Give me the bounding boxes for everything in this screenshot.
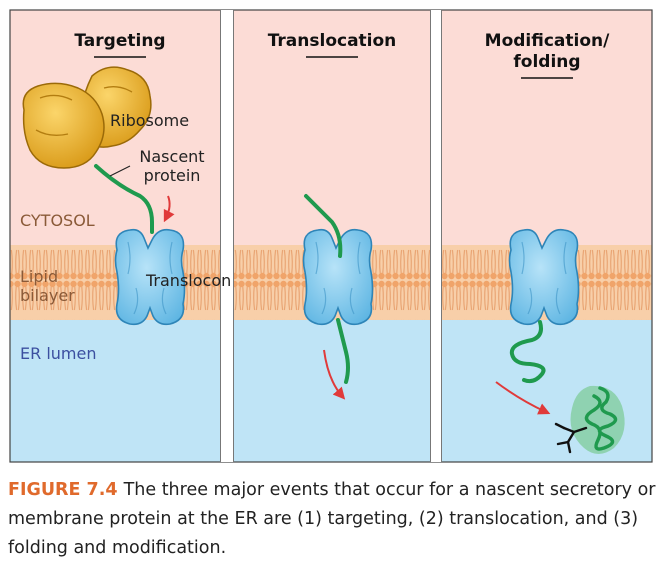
ribosome-label: Ribosome [110,111,189,130]
caption-text: The three major events that occur for a … [8,480,656,558]
nascent-protein-leader [109,165,131,177]
figure-7-4: Targeting Translocation Modification/ fo… [9,9,653,463]
panel-divider [221,10,233,462]
figure-frame [9,9,653,463]
panel-title-targeting: Targeting [74,31,165,51]
diagram-svg: Targeting Translocation Modification/ fo… [9,9,653,463]
nascent-label-line1: Nascent [139,147,204,166]
panel-divider [431,10,441,462]
er-lumen-region [234,320,430,462]
protein-entering [304,194,343,258]
targeting-arrow [163,195,175,223]
panel-modification-folding [442,10,652,462]
er-lumen-region [10,320,220,462]
folding-arrow [495,381,551,415]
protein-unfolded-tail [509,320,546,384]
folded-protein [570,385,625,454]
cytosol-label: CYTOSOL [20,211,95,230]
translocon-translocation [302,228,374,326]
translocon-folding [508,228,580,326]
panel-title-folding: folding [513,52,580,72]
nascent-label-line2: protein [144,166,201,185]
translocon-label: Translocon [145,271,231,290]
ribosome-shape [22,66,152,169]
figure-label: FIGURE 7.4 [8,480,118,500]
nascent-protein-chain [94,164,154,234]
lipid-label-line1: Lipid [20,267,58,286]
cytosol-region [234,10,430,245]
er-lumen-region [442,320,652,462]
er-lumen-label: ER lumen [20,344,96,363]
glycan-modification [554,422,588,454]
panel-title-modification: Modification/ [485,31,610,51]
translocation-arrow [323,349,346,400]
panel-title-translocation: Translocation [268,31,397,51]
protein-emerging [336,318,350,384]
cytosol-region [442,10,652,245]
lipid-label-line2: bilayer [20,286,75,305]
panel-translocation [234,10,430,462]
